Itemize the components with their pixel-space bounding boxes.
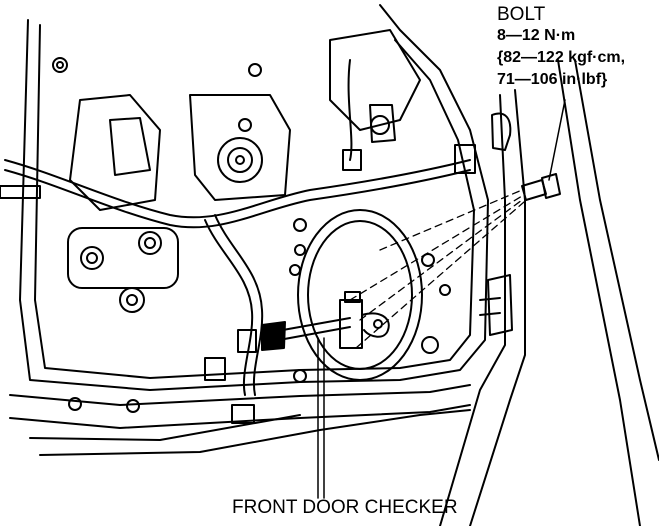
torque-line-nm: 8—12 N·m: [497, 27, 576, 44]
speaker-opening: [297, 209, 423, 381]
front-door-checker: [261, 291, 390, 351]
bolt-icon: [521, 173, 561, 201]
callout-leaders: [317, 99, 566, 499]
torque-line-inlbf: 71—106 in·lbf}: [497, 71, 608, 88]
door-frame: [439, 59, 659, 526]
door-panel: [9, 4, 489, 456]
bolt-callout-title: BOLT: [497, 4, 546, 25]
bolt-leader-line: [548, 99, 566, 181]
front-door-checker-label: FRONT DOOR CHECKER: [232, 497, 458, 518]
window-regulator: [52, 29, 451, 413]
installation-guide-lines: [349, 189, 525, 349]
torque-line-kgfcm: {82—122 kgf·cm,: [497, 49, 626, 66]
wiring-harness: [0, 59, 476, 424]
bolt-torque-spec: 8—12 N·m {82—122 kgf·cm, 71—106 in·lbf}: [497, 27, 625, 93]
